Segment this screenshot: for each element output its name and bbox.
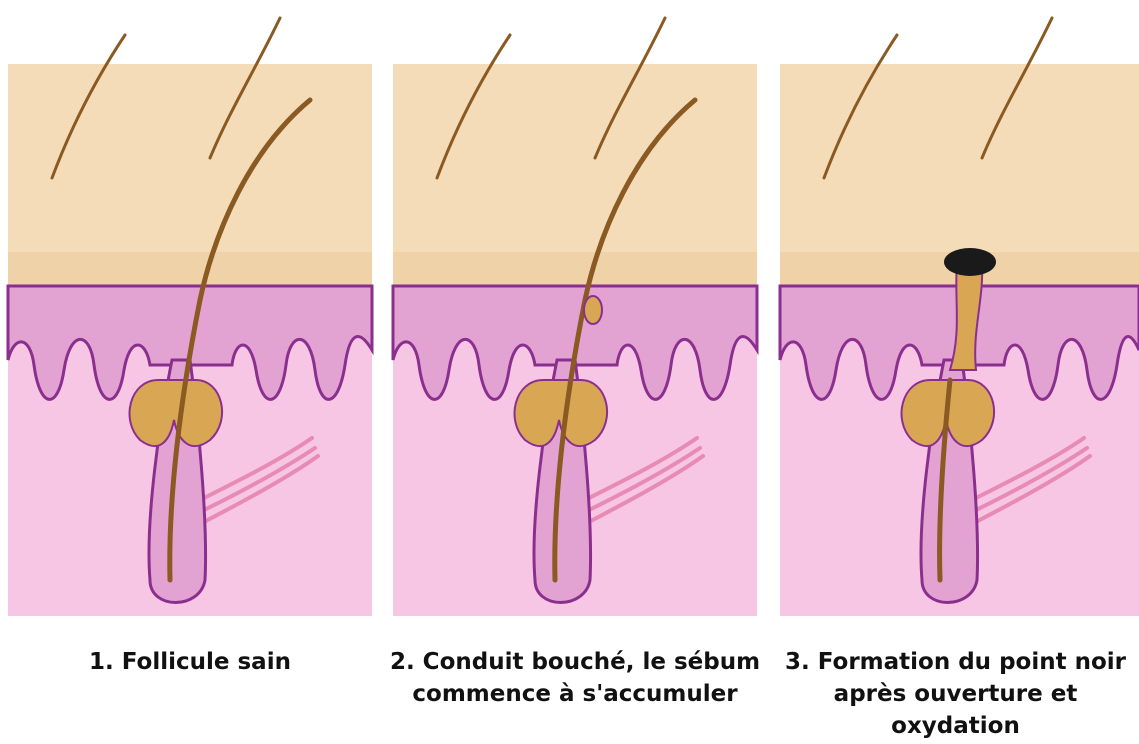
panel-blocked-duct	[385, 0, 765, 620]
caption-line: 3. Formation du point noir	[772, 646, 1139, 678]
panel-illustration	[772, 0, 1139, 620]
caption-line: 1. Follicule sain	[0, 646, 380, 678]
epidermis-layer	[393, 64, 757, 284]
caption-blocked-duct: 2. Conduit bouché, le sébum commence à s…	[385, 646, 765, 710]
epidermis-base-band	[393, 252, 757, 286]
panel-illustration	[0, 0, 380, 620]
blackhead-plug	[944, 248, 996, 276]
epidermis-layer	[8, 64, 372, 284]
panel-healthy-follicle	[0, 0, 380, 620]
caption-line: 2. Conduit bouché, le sébum	[385, 646, 765, 678]
caption-line: après ouverture et	[772, 678, 1139, 710]
caption-blackhead: 3. Formation du point noir après ouvertu…	[772, 646, 1139, 742]
panel-illustration	[385, 0, 765, 620]
epidermis-base-band	[8, 252, 372, 286]
sebum-plug	[584, 296, 602, 324]
panel-blackhead	[772, 0, 1139, 620]
caption-line: commence à s'accumuler	[385, 678, 765, 710]
caption-healthy-follicle: 1. Follicule sain	[0, 646, 380, 678]
caption-line: oxydation	[772, 710, 1139, 742]
